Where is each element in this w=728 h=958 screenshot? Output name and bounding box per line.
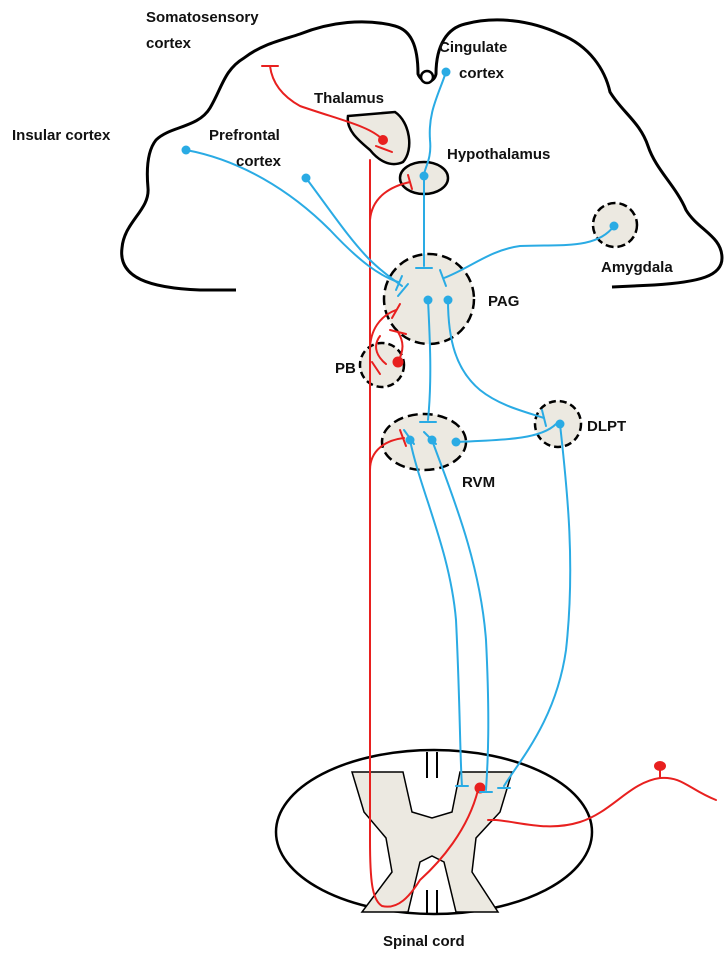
- label-pag: PAG: [488, 293, 519, 310]
- pag-cell-body-right: [444, 296, 453, 305]
- insular-to-pag: [186, 150, 398, 282]
- label-dlpt: DLPT: [587, 418, 626, 435]
- prefrontal-cell-body: [302, 174, 311, 183]
- peripheral-receptor: [654, 761, 666, 771]
- rvm-cell-body-3: [452, 438, 461, 447]
- label-somatosensory-line2: cortex: [146, 35, 192, 52]
- label-spinal-cord: Spinal cord: [383, 933, 465, 950]
- hypothalamus-cell-body: [420, 172, 429, 181]
- label-prefrontal-line2: cortex: [236, 153, 282, 170]
- label-insular: Insular cortex: [12, 127, 111, 144]
- rvm-to-spinal-1: [410, 440, 462, 786]
- label-prefrontal-line1: Prefrontal: [209, 127, 280, 144]
- dlpt-to-spinal: [504, 424, 570, 786]
- cingulate-to-hypothalamus: [424, 72, 446, 176]
- label-amygdala: Amygdala: [601, 259, 673, 276]
- label-somatosensory-line1: Somatosensory: [146, 9, 259, 26]
- label-cingulate-line1: Cingulate: [439, 39, 507, 56]
- rvm-cell-body-1: [406, 436, 415, 445]
- midline-notch: [421, 71, 433, 83]
- cingulate-cell-body: [442, 68, 451, 77]
- rvm-cell-body-2: [428, 436, 437, 445]
- amygdala-cell-body: [610, 222, 619, 231]
- dlpt-cell-body: [556, 420, 565, 429]
- insular-cell-body: [182, 146, 191, 155]
- pb-cell-body: [393, 357, 404, 368]
- label-hypothalamus: Hypothalamus: [447, 146, 550, 163]
- label-pb: PB: [335, 360, 356, 377]
- brainstem-cut-right: [612, 285, 654, 287]
- prefrontal-to-pag: [306, 178, 402, 286]
- pag-cell-body-left: [424, 296, 433, 305]
- label-cingulate-line2: cortex: [459, 65, 505, 82]
- label-rvm: RVM: [462, 474, 495, 491]
- brain-outline: [122, 20, 722, 290]
- label-thalamus: Thalamus: [314, 90, 384, 107]
- amygdala-to-pag: [444, 226, 614, 278]
- thalamus-cell-body: [378, 135, 388, 145]
